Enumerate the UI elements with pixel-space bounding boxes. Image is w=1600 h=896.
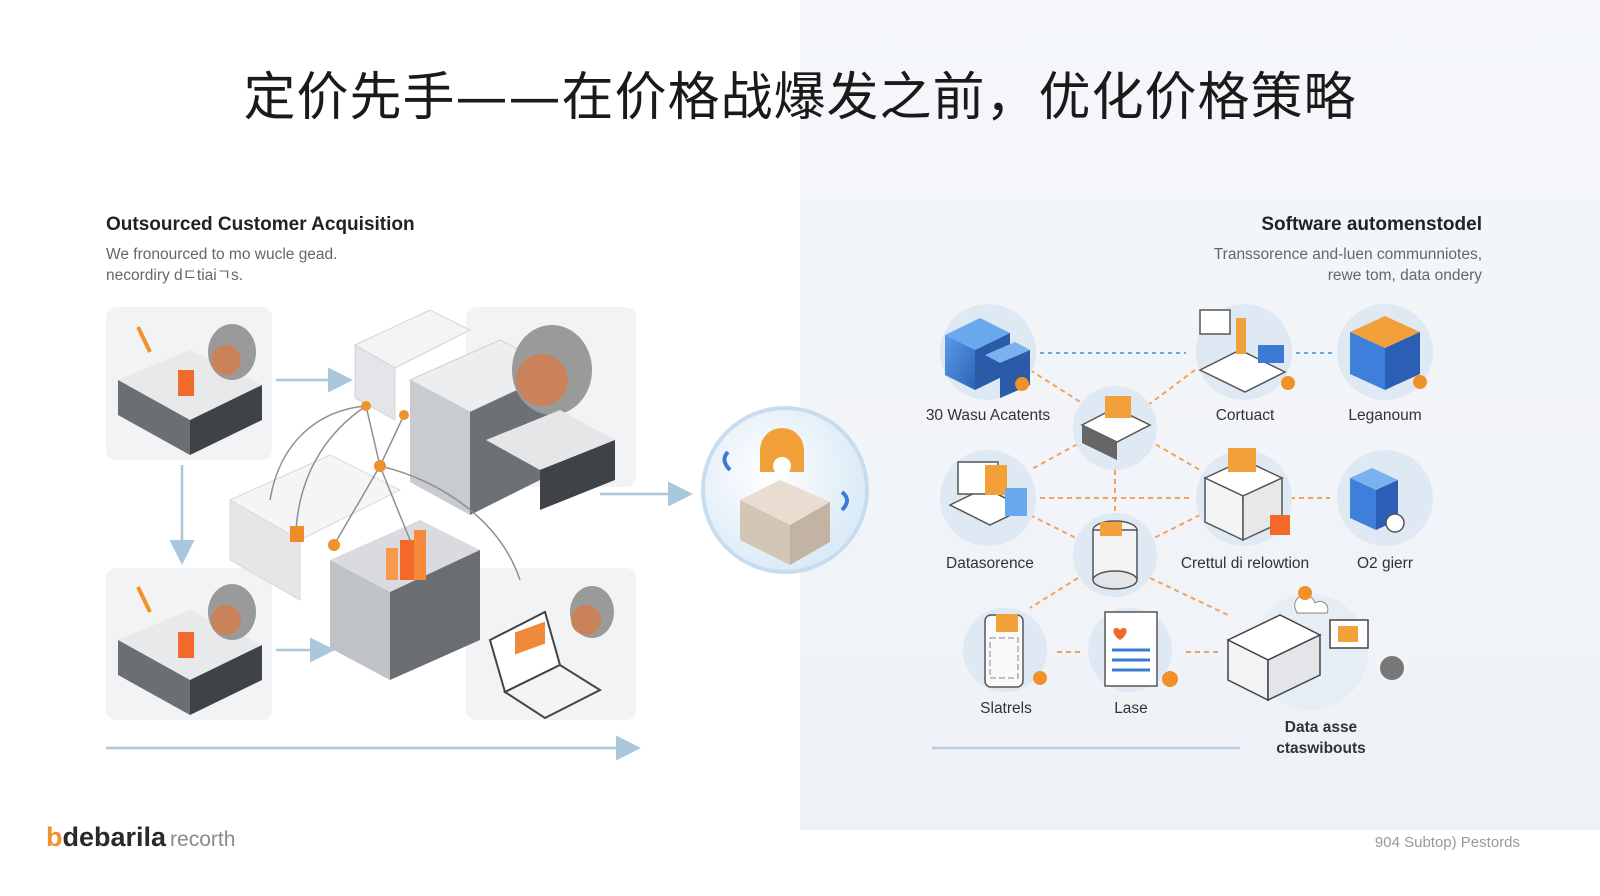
left-desc-line-2: necordiry dㄷtiaiㄱs. <box>106 267 244 284</box>
logo-mark: b <box>46 822 63 852</box>
central-blocks-icon <box>228 309 562 680</box>
globe-lock-icon <box>701 406 869 574</box>
node-datasorence <box>940 450 1036 546</box>
label-cretful: Crettul di relowtion <box>1180 555 1310 572</box>
node-cortuact <box>1196 304 1295 400</box>
label-data-asse-line-2: ctaswibouts <box>1276 740 1366 757</box>
label-o2gierr: O2 gierr <box>1357 555 1413 572</box>
node-wasu <box>940 304 1036 400</box>
label-datasorence: Datasorence <box>946 555 1034 572</box>
agent-icon-bottom-left <box>118 584 262 715</box>
network-lines <box>269 405 521 581</box>
label-data-asse: Data asse ctaswibouts <box>1231 717 1411 759</box>
agent-icon-top-left <box>118 324 262 455</box>
left-section-title: Outsourced Customer Acquisition <box>106 214 415 235</box>
footer-text: 904 Subtop) Pestords <box>1374 834 1520 851</box>
node-o2gierr <box>1337 450 1433 546</box>
right-desc-line-2: rewe tom, data ondery <box>1327 267 1482 284</box>
label-slatrels: Slatrels <box>980 700 1032 717</box>
label-wasu: 30 Wasu Acatents <box>925 407 1051 424</box>
agent-icon-top-right <box>486 325 615 510</box>
right-desc-line-1: Transsorence and-luen communniotes, <box>1213 246 1482 263</box>
right-section-description: Transsorence and-luen communniotes, rewe… <box>1122 244 1482 286</box>
node-center-top <box>1073 386 1157 470</box>
orange-bars-icon <box>290 526 426 580</box>
right-section-title: Software automenstodel <box>1261 214 1482 235</box>
brand-logo: b debarila recorth <box>46 822 235 853</box>
orange-dashed-links <box>1029 369 1330 653</box>
agent-laptop-icon <box>488 586 614 720</box>
node-data-asse <box>1226 586 1404 710</box>
node-slatrels <box>963 608 1047 692</box>
left-section-description: We fronourced to mo wucle gead. necordir… <box>106 244 406 286</box>
label-cortuact: Cortuact <box>1215 407 1275 424</box>
page-title: 定价先手——在价格战爆发之前，优化价格策略 <box>243 68 1357 128</box>
label-lase: Lase <box>1114 700 1148 717</box>
logo-brand: debarila <box>62 822 167 852</box>
node-cretful <box>1196 448 1292 546</box>
label-data-asse-line-1: Data asse <box>1284 719 1358 736</box>
right-panel-background <box>800 0 1600 830</box>
node-lase <box>1088 608 1178 692</box>
logo-subtext: recorth <box>170 828 236 851</box>
node-center-mid <box>1073 513 1157 597</box>
left-desc-line-1: We fronourced to mo wucle gead. <box>106 246 338 263</box>
label-leganoum: Leganoum <box>1348 407 1422 424</box>
node-leganoum <box>1337 304 1433 400</box>
network-nodes <box>328 401 409 551</box>
